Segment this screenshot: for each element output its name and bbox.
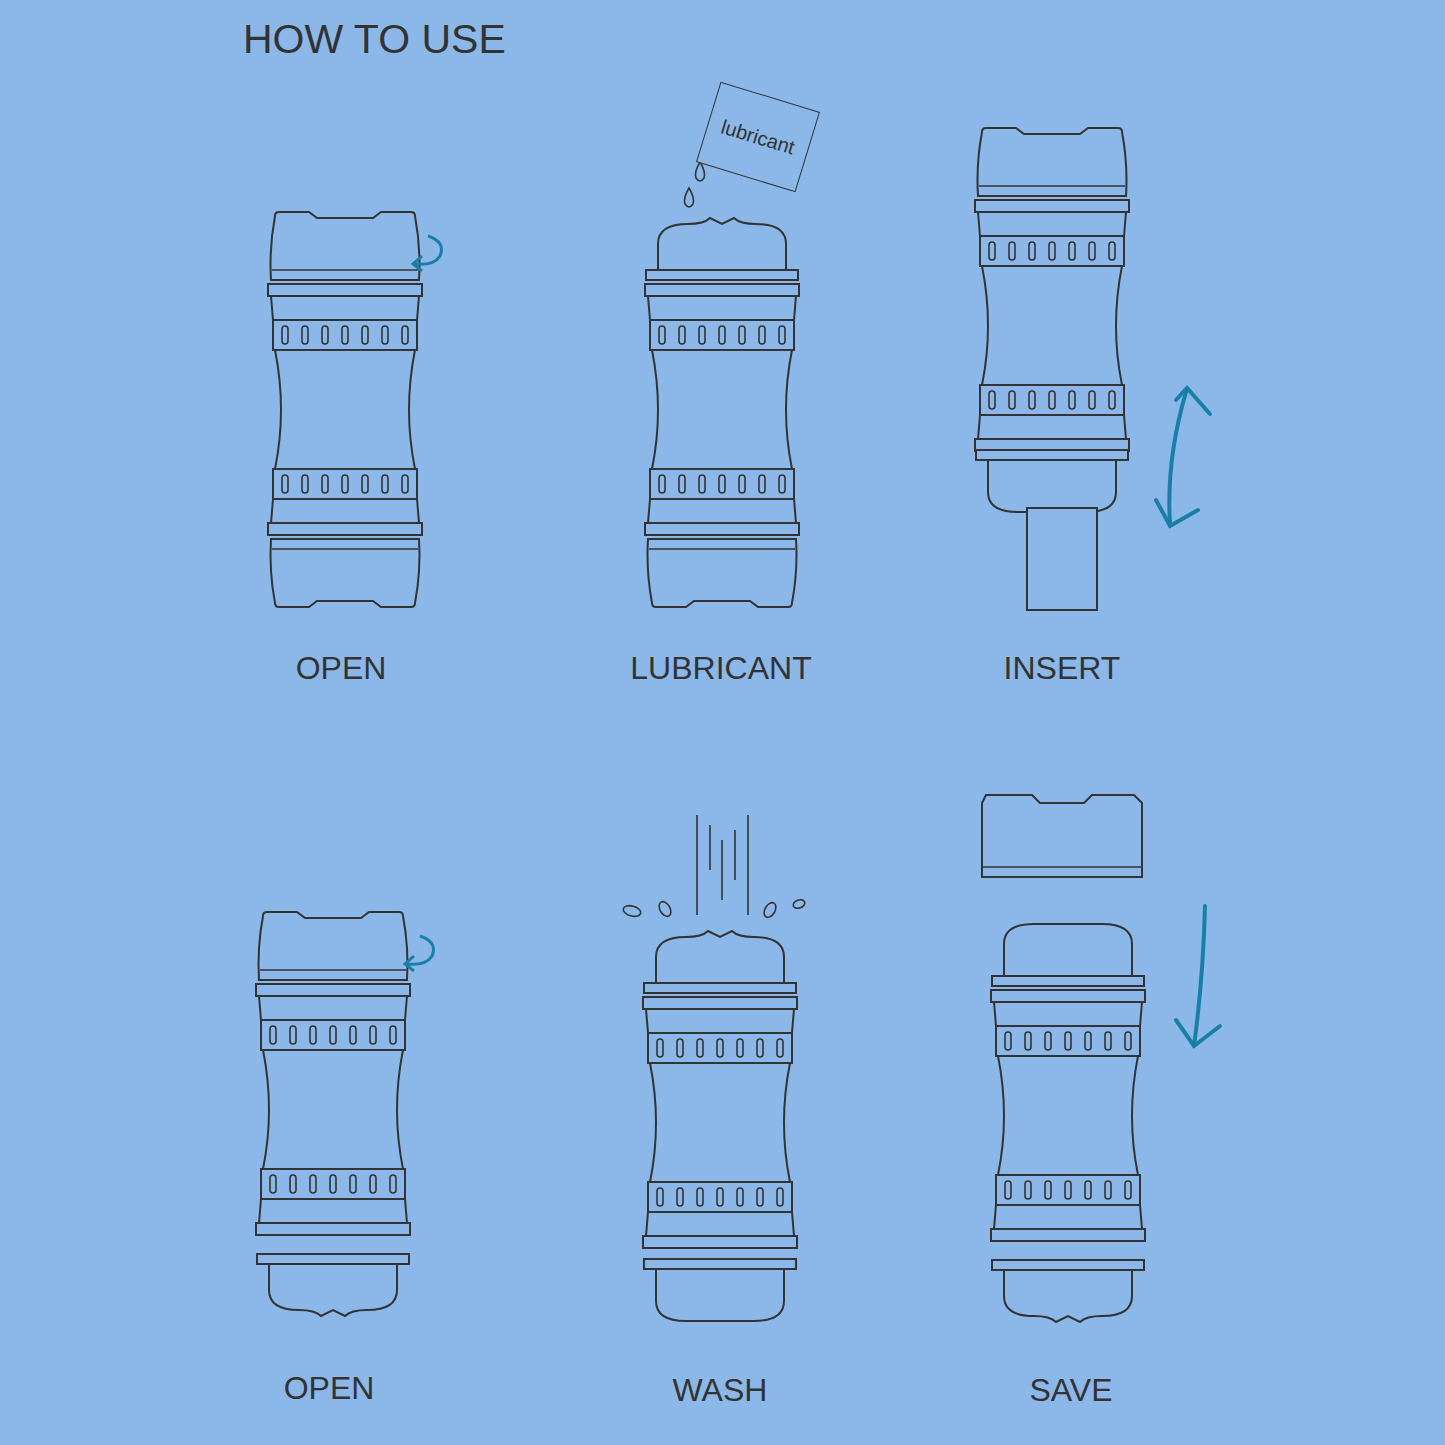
step-caption: SAVE <box>1030 1372 1113 1409</box>
step-caption: INSERT <box>1004 650 1121 687</box>
packet-label: lubricant <box>718 115 797 159</box>
lubricant-packet: lubricant <box>696 82 820 193</box>
step-caption: OPEN <box>284 1370 375 1407</box>
step-caption: WASH <box>673 1372 768 1409</box>
title: HOW TO USE <box>243 16 506 63</box>
step-caption: OPEN <box>296 650 387 687</box>
step-caption: LUBRICANT <box>630 650 811 687</box>
